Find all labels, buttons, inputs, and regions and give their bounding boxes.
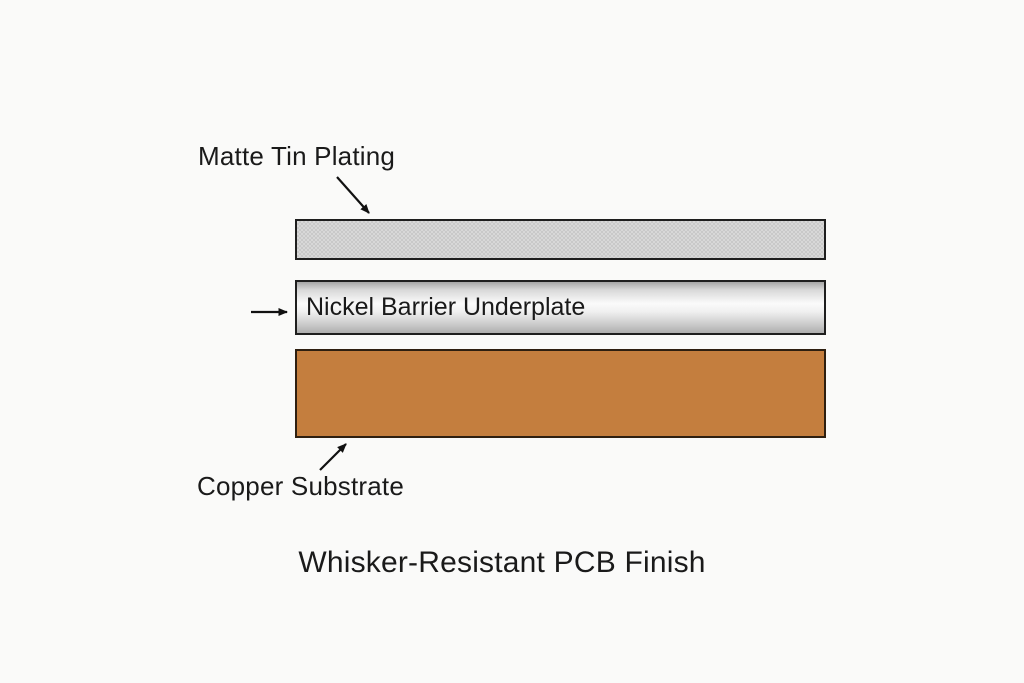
copper-substrate-layer [295,349,826,438]
nickel-barrier-layer: Nickel Barrier Underplate [295,280,826,335]
nickel-layer-label: Nickel Barrier Underplate [306,293,586,321]
matte-tin-arrow-icon [336,176,370,214]
copper-substrate-label: Copper Substrate [197,471,404,501]
copper-arrow-icon [319,443,347,471]
diagram-title: Whisker-Resistant PCB Finish [298,546,706,579]
matte-tin-label: Matte Tin Plating [198,141,396,171]
matte-tin-layer [295,219,826,260]
